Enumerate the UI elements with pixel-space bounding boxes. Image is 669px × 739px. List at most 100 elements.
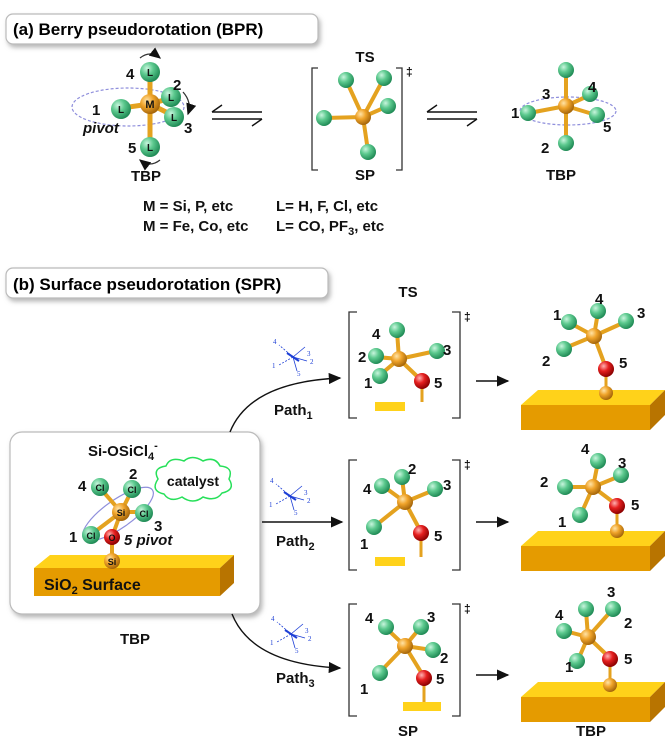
equilibrium-arrows-icon bbox=[211, 104, 263, 127]
ligand-number: 4 bbox=[581, 441, 590, 458]
sp-label: SP bbox=[355, 167, 375, 184]
ligand-number: 1 bbox=[565, 659, 573, 676]
ligand-number: 1 bbox=[558, 514, 566, 531]
ligand-number: 5 bbox=[603, 119, 611, 136]
chlorine-atom bbox=[613, 467, 629, 483]
pivot-ellipse bbox=[71, 87, 185, 127]
starting-structure-box: Si-OSiCl4- catalyst SiO2 Surface bbox=[9, 431, 261, 615]
ligand-symbol: L bbox=[171, 113, 177, 124]
path-3-label: Path3 bbox=[276, 670, 315, 690]
ligand-atom bbox=[376, 70, 392, 86]
right-bracket bbox=[396, 67, 403, 171]
ligand-atom bbox=[161, 87, 181, 107]
panel-a: (a) Berry pseudorotation (BPR) M L L L L… bbox=[5, 13, 617, 238]
ligand-number: 2 bbox=[440, 650, 448, 667]
mini-label: 2 bbox=[307, 497, 311, 505]
panel-a-title-box bbox=[5, 13, 319, 45]
start-tbp-caption: TBP bbox=[120, 631, 150, 648]
si-symbol: Si bbox=[117, 508, 126, 518]
dagger-symbol: ‡ bbox=[464, 310, 471, 324]
ligand-atom bbox=[360, 144, 376, 160]
oxygen-atom bbox=[609, 498, 625, 514]
catalyst-label: catalyst bbox=[167, 473, 219, 489]
ligand-atom bbox=[558, 62, 574, 78]
oxygen-atom bbox=[104, 529, 120, 545]
path-2-label: Path2 bbox=[276, 533, 315, 553]
ligand-atom bbox=[316, 110, 332, 126]
mini-label: 5 bbox=[297, 370, 301, 378]
legend-metal-1: M = Si, P, etc bbox=[143, 198, 233, 215]
ligand-number: 4 bbox=[588, 79, 597, 96]
ligand-number: 4 bbox=[126, 66, 135, 83]
chlorine-atom bbox=[618, 313, 634, 329]
ligand-number: 3 bbox=[607, 584, 615, 601]
chlorine-atom bbox=[82, 526, 100, 544]
dagger-symbol: ‡ bbox=[464, 458, 471, 472]
ligand-number: 4 bbox=[555, 607, 564, 624]
ligand-symbol: L bbox=[147, 68, 153, 79]
oxygen-atom bbox=[602, 651, 618, 667]
silicon-atom bbox=[585, 479, 601, 495]
mini-rotation-diagram-icon: 4 1 5 3 2 bbox=[270, 615, 312, 655]
pivot-label: 5 pivot bbox=[124, 532, 173, 549]
ligand-number: 5 bbox=[624, 651, 632, 668]
mini-label: 3 bbox=[307, 350, 311, 358]
chlorine-atom bbox=[590, 303, 606, 319]
dagger-symbol: ‡ bbox=[464, 602, 471, 616]
silicon-atom bbox=[397, 638, 413, 654]
silicon-atom bbox=[397, 494, 413, 510]
silicon-surface-atom bbox=[104, 553, 120, 569]
catalyst-cloud-icon bbox=[154, 456, 233, 502]
cl-symbol: Cl bbox=[96, 483, 105, 493]
chlorine-atom bbox=[372, 368, 388, 384]
rotation-arrow-icon bbox=[138, 159, 161, 171]
mini-label: 2 bbox=[310, 358, 314, 366]
ligand-atom bbox=[520, 105, 536, 121]
ligand-number: 2 bbox=[408, 461, 416, 478]
mini-label: 1 bbox=[272, 362, 276, 370]
metal-atom bbox=[355, 109, 371, 125]
ligand-symbol: L bbox=[168, 93, 174, 104]
sp-transition-state: TS ‡ SP bbox=[311, 49, 413, 184]
left-tbp-caption: TBP bbox=[131, 168, 161, 185]
tbp-label: TBP bbox=[576, 723, 606, 739]
o-symbol: O bbox=[108, 533, 115, 543]
surface-stub bbox=[403, 702, 441, 711]
left-bracket bbox=[311, 67, 318, 171]
chlorine-atom bbox=[372, 665, 388, 681]
chlorine-atom bbox=[135, 504, 153, 522]
path-1-label: Path1 bbox=[274, 402, 313, 422]
panel-a-title: (a) Berry pseudorotation (BPR) bbox=[13, 20, 263, 39]
ligand-number: 2 bbox=[358, 349, 366, 366]
ligand-number: 4 bbox=[365, 610, 374, 627]
oxygen-atom bbox=[598, 361, 614, 377]
ligand-number: 5 bbox=[128, 140, 136, 157]
ligand-number: 3 bbox=[542, 86, 550, 103]
equilibrium-arrows-icon bbox=[426, 104, 478, 127]
path-1-arrow bbox=[229, 372, 342, 433]
ligand-number: 5 bbox=[436, 671, 444, 688]
ligand-atom bbox=[140, 137, 160, 157]
legend-metal-2: M = Fe, Co, etc bbox=[143, 218, 248, 235]
ligand-number: 1 bbox=[92, 102, 100, 119]
metal-atom bbox=[140, 94, 160, 114]
chlorine-atom bbox=[378, 619, 394, 635]
mini-label: 1 bbox=[270, 639, 274, 647]
sp-label: SP bbox=[398, 723, 418, 739]
silicon-atom bbox=[580, 629, 596, 645]
chlorine-atom bbox=[368, 348, 384, 364]
ligand-number: 4 bbox=[78, 478, 87, 495]
ts-path-1: ‡ 4 2 3 1 5 bbox=[348, 310, 471, 419]
mini-label: 2 bbox=[308, 635, 312, 643]
ligand-number: 3 bbox=[637, 305, 645, 322]
ligand-number: 1 bbox=[364, 375, 372, 392]
ligand-number: 3 bbox=[618, 455, 626, 472]
oxygen-atom bbox=[413, 525, 429, 541]
panel-b-title-box bbox=[5, 267, 329, 299]
chlorine-atom bbox=[413, 619, 429, 635]
ligand-number: 2 bbox=[542, 353, 550, 370]
path-3-arrow bbox=[231, 613, 342, 674]
ligand-symbol: L bbox=[118, 105, 124, 116]
ligand-atom bbox=[380, 98, 396, 114]
chlorine-atom bbox=[425, 642, 441, 658]
